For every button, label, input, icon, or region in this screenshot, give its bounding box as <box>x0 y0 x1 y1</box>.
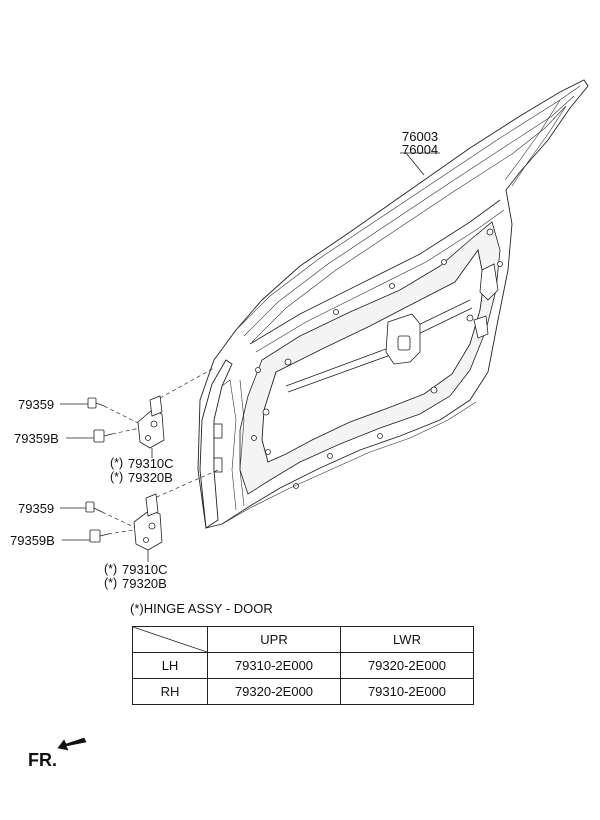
upper-bolt-79359b-icon <box>93 429 113 443</box>
hinge-table-caption: (*)HINGE ASSY - DOOR <box>130 601 273 616</box>
row-label-rh: RH <box>132 678 208 705</box>
label-upper-79359: 79359 <box>18 397 54 412</box>
cell-rh-upr: 79320-2E000 <box>207 678 341 705</box>
label-76003: 76003 <box>402 129 438 144</box>
table-row: RH 79320-2E000 79310-2E000 <box>132 678 474 705</box>
table-row: LH 79310-2E000 79320-2E000 <box>132 652 474 679</box>
label-upper-79310c: 79310C <box>128 456 174 471</box>
leader-door-panel <box>405 152 425 176</box>
lower-bolt-79359-icon <box>85 501 103 513</box>
label-lower-79359: 79359 <box>18 501 54 516</box>
label-lower-79320b: 79320B <box>122 576 167 591</box>
marker-upper-2: (*) <box>110 470 123 484</box>
header-upr: UPR <box>207 626 341 653</box>
header-lwr: LWR <box>340 626 474 653</box>
cell-lh-lwr: 79320-2E000 <box>340 652 474 679</box>
marker-upper-1: (*) <box>110 456 123 470</box>
upper-hinge-bracket-icon <box>137 409 165 449</box>
label-lower-79310c: 79310C <box>122 562 168 577</box>
label-76004: 76004 <box>402 142 438 157</box>
label-lower-79359b: 79359B <box>10 533 55 548</box>
front-door-panel <box>197 79 589 529</box>
hinge-assy-table: UPR LWR LH 79310-2E000 79320-2E000 RH 79… <box>132 626 474 705</box>
table-header-row: UPR LWR <box>132 626 474 653</box>
upper-bolt-79359-icon <box>87 397 105 409</box>
front-direction-arrow-icon <box>57 737 87 751</box>
upper-hinge-group <box>60 367 215 458</box>
marker-lower-1: (*) <box>104 562 117 576</box>
label-upper-79359b: 79359B <box>14 431 59 446</box>
corner-diagonal <box>133 627 207 652</box>
lower-hinge-group <box>60 469 219 562</box>
cell-lh-upr: 79310-2E000 <box>207 652 341 679</box>
row-label-lh: LH <box>132 652 208 679</box>
front-direction-label: FR. <box>28 750 57 770</box>
marker-lower-2: (*) <box>104 576 117 590</box>
label-upper-79320b: 79320B <box>128 470 173 485</box>
cell-rh-lwr: 79310-2E000 <box>340 678 474 705</box>
caption-marker: (*) <box>130 601 144 616</box>
table-corner-cell <box>132 626 208 653</box>
lower-bolt-79359b-icon <box>89 529 109 543</box>
caption-text: HINGE ASSY - DOOR <box>143 601 273 616</box>
